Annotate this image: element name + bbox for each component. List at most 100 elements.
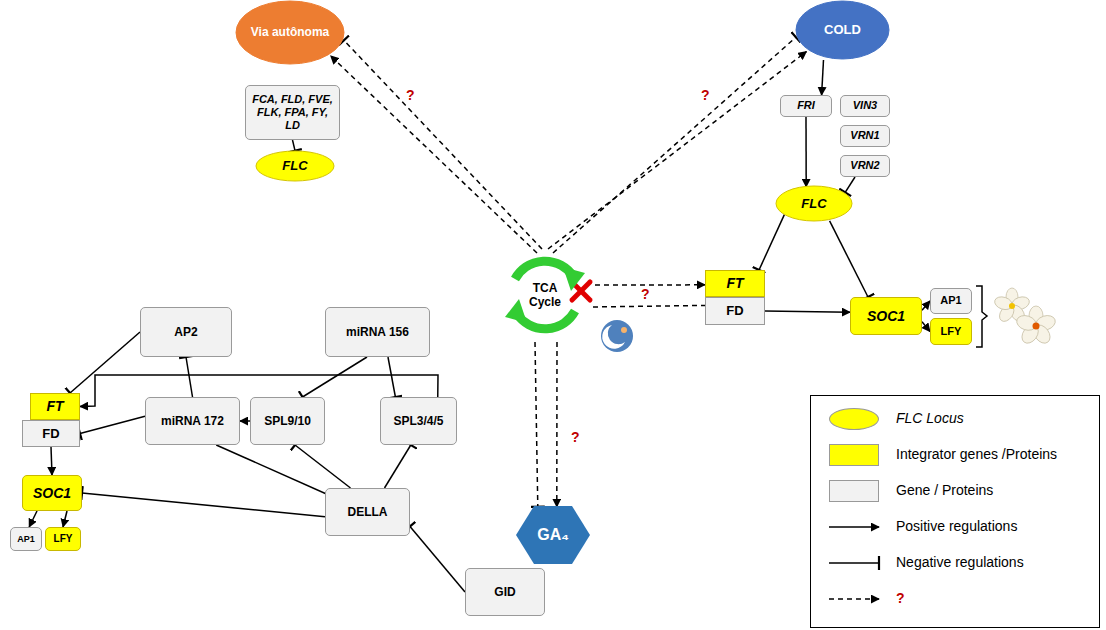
legend-text: Negative regulations xyxy=(896,554,1024,570)
legend-samples xyxy=(811,396,1099,627)
activation-connector xyxy=(922,322,930,332)
node-text: TCA Cycle xyxy=(520,281,570,310)
gene-box: FD xyxy=(705,297,765,325)
inhibition-connector xyxy=(553,37,796,253)
node-text: AP2 xyxy=(174,325,197,339)
legend-row: Positive regulations xyxy=(811,516,1099,538)
bracket xyxy=(976,286,987,347)
inhibition-connector xyxy=(535,342,538,507)
activation-connector xyxy=(595,284,705,286)
activation-connector xyxy=(548,52,806,249)
node-text: SPL3/4/5 xyxy=(393,414,443,428)
activation-connector xyxy=(593,305,705,307)
inhibition-connector xyxy=(845,177,855,192)
locus-ellipse: FLC xyxy=(775,185,853,222)
inhibition-connector xyxy=(830,221,868,297)
gene-box: SPL9/10 xyxy=(250,397,325,445)
node-text: SOC1 xyxy=(33,485,71,502)
node-text: FLC xyxy=(282,158,307,174)
inhibition-connector xyxy=(344,40,542,249)
legend-text: Gene / Proteins xyxy=(896,482,993,498)
legend-text: ? xyxy=(896,590,905,606)
node-text: Via autônoma xyxy=(251,25,329,39)
legend-row: Gene / Proteins xyxy=(811,480,1099,502)
node-text: VRN2 xyxy=(850,159,879,172)
legend-text: FLC Locus xyxy=(896,410,964,426)
gene-box: miRNA 156 xyxy=(325,307,430,357)
gene-box: FD xyxy=(22,420,80,447)
question-mark: ? xyxy=(405,88,416,103)
node-text: AP1 xyxy=(17,534,35,545)
legend-row: Negative regulations xyxy=(811,552,1099,574)
question-mark: ? xyxy=(640,287,651,302)
legend-text: Integrator genes /Proteins xyxy=(896,446,1057,462)
node-text: FRI xyxy=(797,99,815,112)
gene-box: SOC1 xyxy=(850,297,922,335)
inhibition-connector xyxy=(385,445,411,488)
locus-ellipse: COLD xyxy=(795,0,890,60)
node-text: SPL9/10 xyxy=(264,414,311,428)
node-text: FCA, FLD, FVE, FLK, FPA, FY, LD xyxy=(249,93,336,133)
node-text: COLD xyxy=(824,22,861,38)
activation-connector xyxy=(29,511,37,527)
activation-connector xyxy=(51,447,52,475)
activation-connector xyxy=(556,342,558,507)
legend-swatch xyxy=(829,444,879,466)
node-text: FT xyxy=(726,275,743,292)
inhibition-connector xyxy=(410,526,465,592)
legend-swatch xyxy=(829,480,879,502)
gene-box: FCA, FLD, FVE, FLK, FPA, FY, LD xyxy=(245,85,340,140)
question-mark: ? xyxy=(700,88,711,103)
gene-box: AP1 xyxy=(10,527,42,551)
gene-box: VIN3 xyxy=(840,95,890,117)
inhibition-connector xyxy=(80,416,145,433)
activation-connector xyxy=(63,511,67,527)
gene-box: AP1 xyxy=(930,288,972,314)
inhibition-connector xyxy=(303,357,368,397)
node-text: VIN3 xyxy=(853,99,877,112)
gene-box: VRN1 xyxy=(840,125,890,147)
inhibition-connector xyxy=(295,445,351,488)
node-text: FT xyxy=(46,398,63,415)
activation-connector xyxy=(331,56,537,253)
gene-box: FT xyxy=(30,393,80,420)
node-text: LFY xyxy=(54,533,73,545)
legend-swatch xyxy=(829,408,879,430)
inhibition-connector xyxy=(70,332,140,393)
legend-row: FLC Locus xyxy=(811,408,1099,430)
node-text: FD xyxy=(726,303,743,319)
activation-connector xyxy=(922,301,930,310)
node-text: SOC1 xyxy=(867,308,905,325)
activation-connector xyxy=(240,420,250,422)
inhibition-connector xyxy=(186,357,193,397)
positive-sample xyxy=(829,526,879,528)
gene-box: DELLA xyxy=(325,488,410,536)
node-text: LFY xyxy=(941,325,962,338)
day-night-icon xyxy=(601,320,633,352)
node-text: DELLA xyxy=(348,505,388,519)
locus-ellipse: Via autônoma xyxy=(235,0,345,65)
flower-icon xyxy=(1015,306,1057,346)
inhibition-connector xyxy=(82,493,325,517)
inhibition-connector xyxy=(388,357,395,397)
dashed-sample xyxy=(829,598,879,600)
activation-connector xyxy=(805,117,807,187)
node-text: FLC xyxy=(801,196,826,212)
gene-box: AP2 xyxy=(140,307,232,357)
node-text: VRN1 xyxy=(850,129,879,142)
gene-box: GID xyxy=(465,568,545,616)
node-text: GA₄ xyxy=(537,525,569,544)
gene-box: FRI xyxy=(780,95,832,117)
legend-row: ? xyxy=(811,588,1099,610)
node-text: FD xyxy=(42,426,59,442)
cycle-symbol: TCA Cycle xyxy=(495,245,595,345)
inhibition-connector xyxy=(759,215,784,270)
node-text: AP1 xyxy=(940,294,961,307)
negative-sample xyxy=(829,562,879,564)
node-text: GID xyxy=(494,585,515,599)
node-text: miRNA 156 xyxy=(346,325,409,339)
locus-ellipse: FLC xyxy=(255,150,335,182)
node-text: miRNA 172 xyxy=(161,414,224,428)
question-mark: ? xyxy=(570,430,581,445)
gene-box: SOC1 xyxy=(22,475,82,511)
